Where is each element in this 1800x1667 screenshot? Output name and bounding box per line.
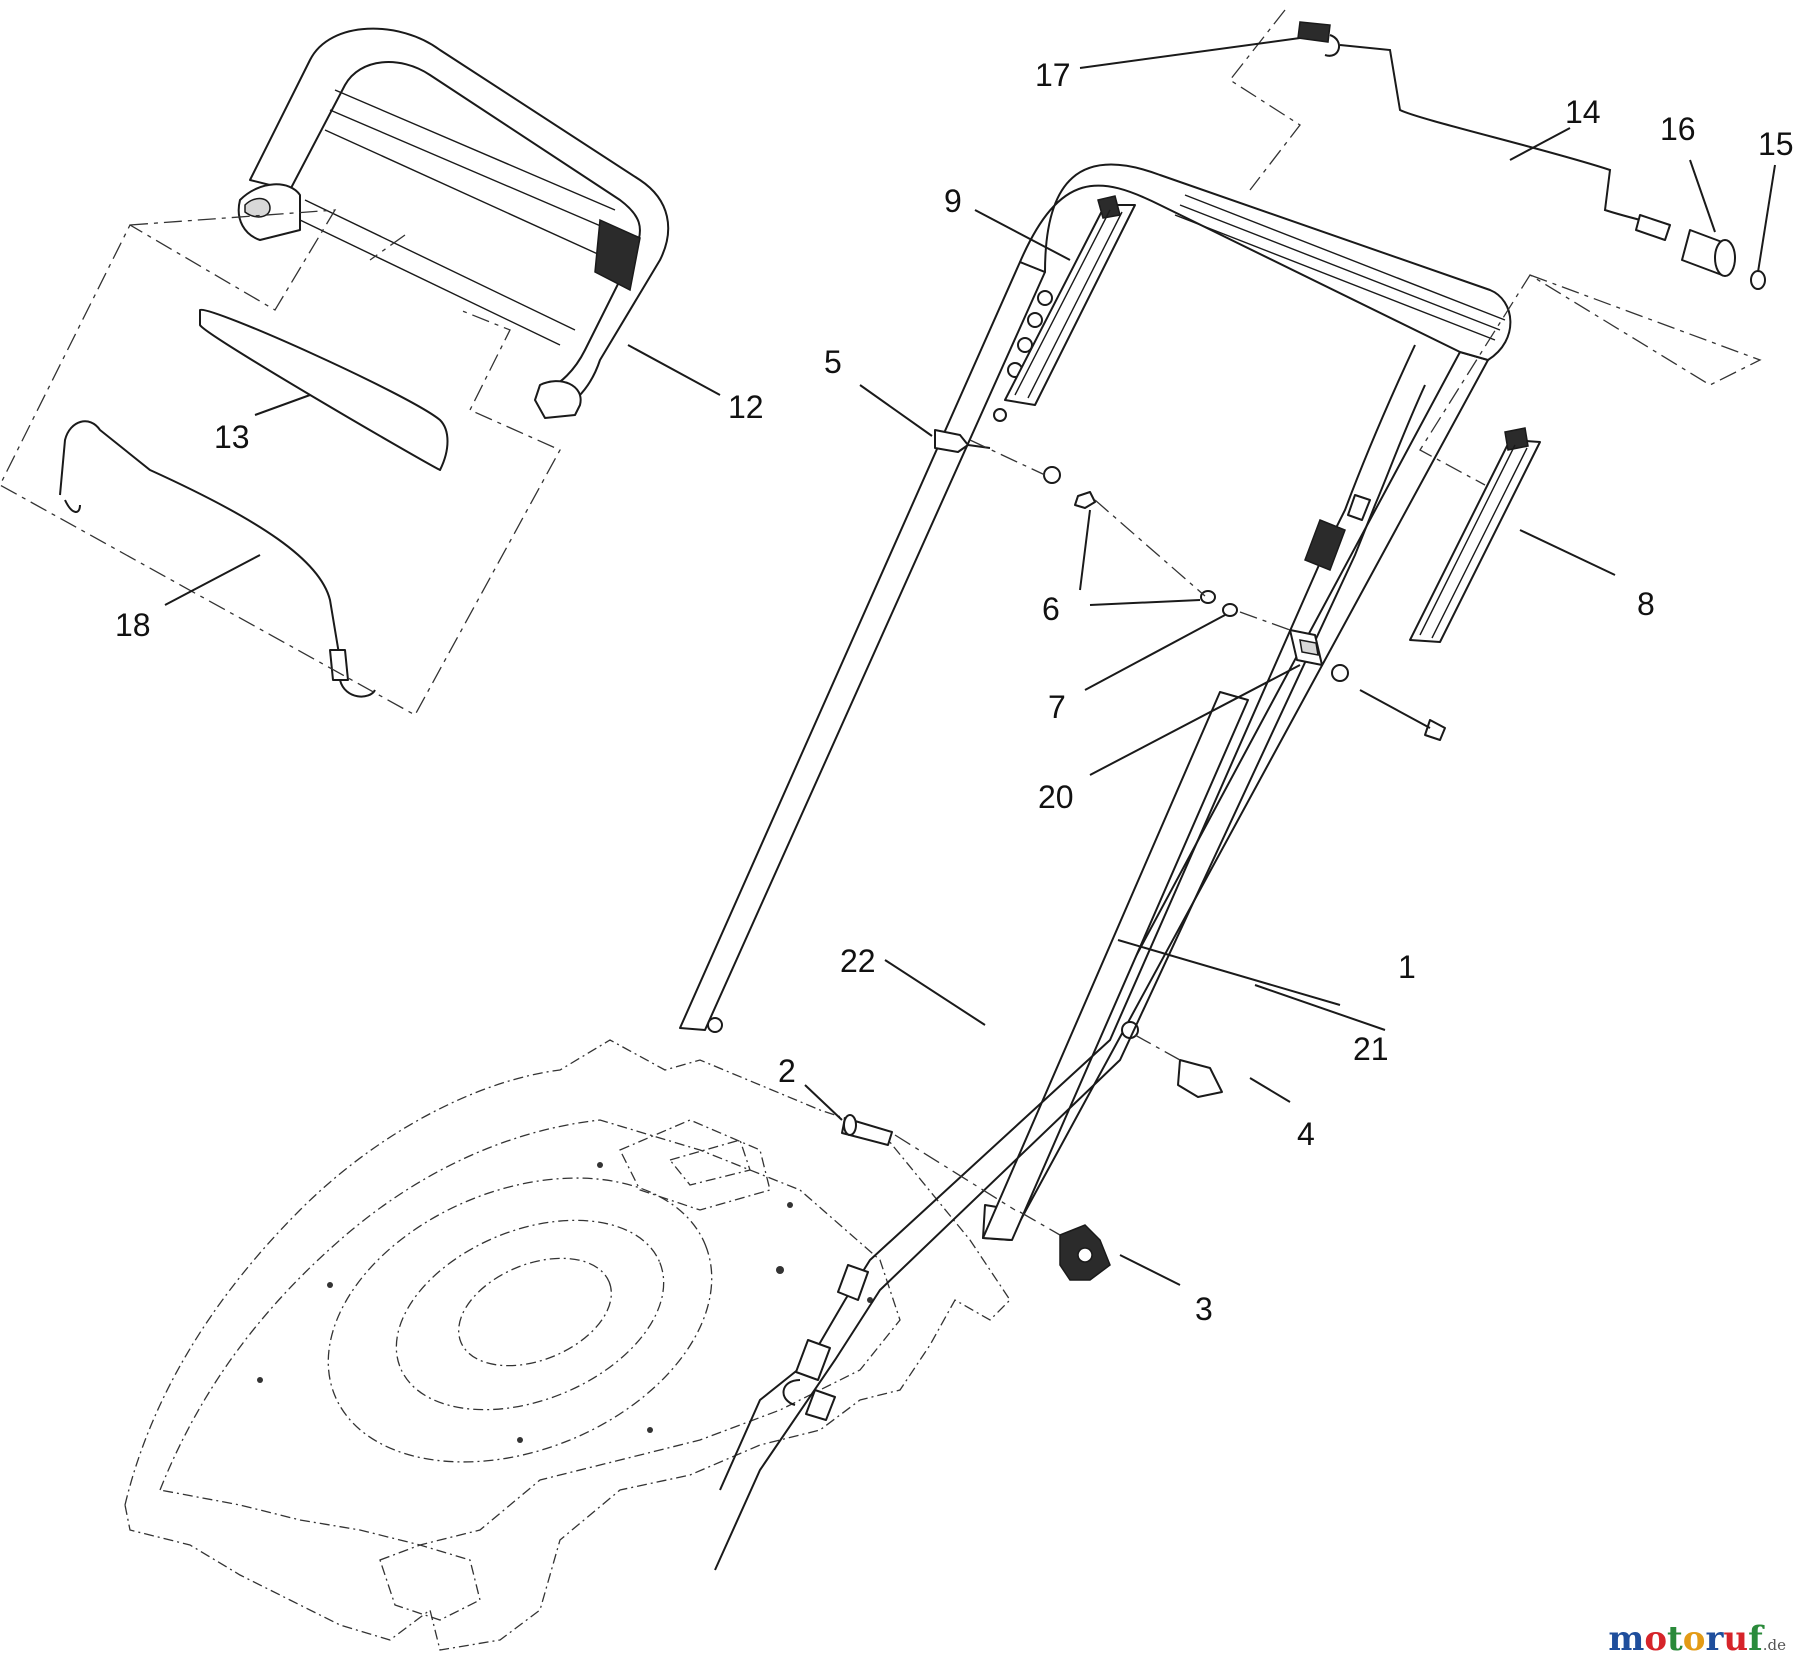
control-rod-14 (1339, 44, 1671, 241)
upper-control-handle (237, 27, 670, 419)
callout-6: 6 (1042, 591, 1060, 627)
washer-15 (1750, 270, 1766, 290)
cable-guide-20 (1289, 629, 1323, 666)
washer-7 (1222, 603, 1238, 617)
knob-3 (1059, 1224, 1111, 1281)
callout-5: 5 (824, 344, 842, 380)
callout-16: 16 (1660, 111, 1696, 147)
callout-12: 12 (728, 389, 764, 425)
callout-14: 14 (1565, 94, 1601, 130)
callout-1: 1 (1398, 949, 1416, 985)
callout-15: 15 (1758, 126, 1794, 162)
callout-20: 20 (1038, 779, 1074, 815)
cable-track-8 (1409, 427, 1541, 643)
callout-7: 7 (1048, 689, 1066, 725)
callout-13: 13 (214, 419, 250, 455)
watermark-letter: r (1705, 1619, 1724, 1659)
spring-17 (1297, 21, 1340, 57)
callout-18: 18 (115, 607, 151, 643)
callout-17: 17 (1035, 57, 1071, 93)
upper-handle (679, 163, 1512, 1241)
leader-lines (164, 37, 1776, 1286)
nut-6a (1074, 491, 1096, 509)
clip-4 (1177, 1059, 1223, 1098)
handle-bar-13 (199, 308, 449, 471)
nut-6b (1200, 590, 1216, 604)
lower-handle-extension (982, 691, 1249, 1241)
callout-3: 3 (1195, 1291, 1213, 1327)
cable-track-9 (1004, 195, 1136, 406)
callout-21: 21 (1353, 1031, 1389, 1067)
control-cables (714, 344, 1426, 1571)
watermark-logo: motoruf.de (1608, 1619, 1786, 1659)
bolt-5 (934, 429, 991, 453)
watermark-letters: motoruf (1608, 1619, 1762, 1659)
watermark-letter: m (1608, 1619, 1645, 1659)
watermark-letter: o (1644, 1619, 1668, 1659)
watermark-letter: u (1723, 1619, 1749, 1659)
callout-2: 2 (778, 1053, 796, 1089)
watermark-tld: .de (1762, 1636, 1786, 1654)
callout-22: 22 (840, 943, 876, 979)
callout-4: 4 (1297, 1116, 1315, 1152)
watermark-letter: o (1682, 1619, 1706, 1659)
callout-8: 8 (1637, 586, 1655, 622)
callout-9: 9 (944, 183, 962, 219)
assembly-dashed-lines (0, 9, 1762, 1236)
callout-labels: 1 2 3 4 5 6 7 8 9 12 13 14 15 16 17 18 2… (115, 57, 1794, 1327)
watermark-letter: f (1748, 1619, 1763, 1659)
bolt-2 (841, 1114, 893, 1146)
watermark-letter: t (1667, 1619, 1683, 1659)
bolt-right (1359, 689, 1446, 741)
mower-deck-outline (124, 1039, 1011, 1651)
grip-16 (1681, 229, 1736, 277)
bail-wire-18 (59, 420, 376, 698)
